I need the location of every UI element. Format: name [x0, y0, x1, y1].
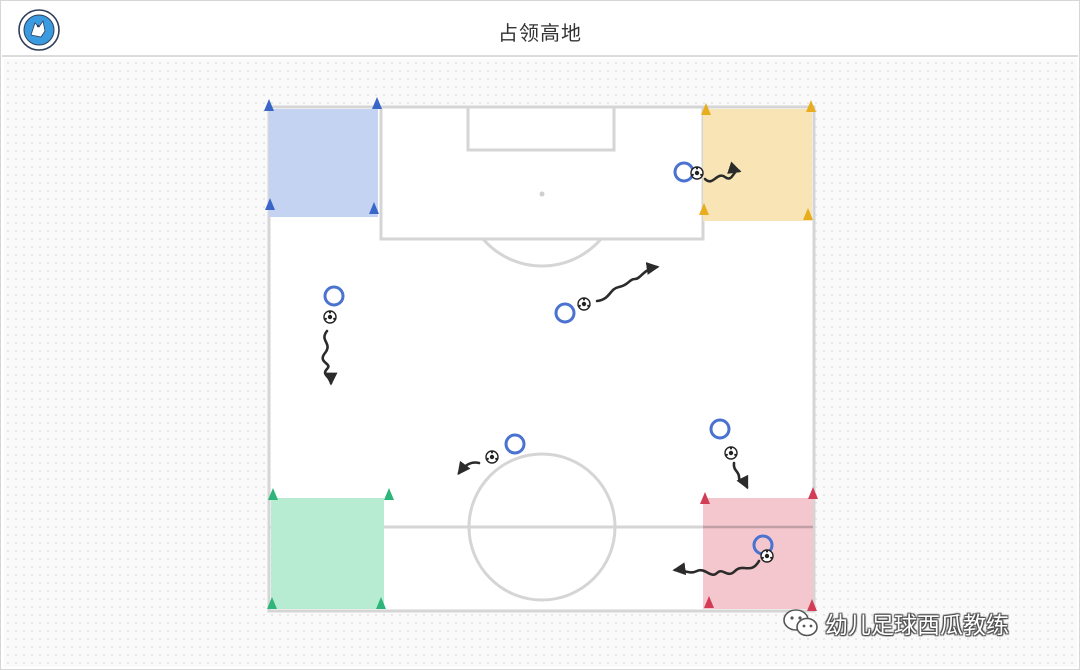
- cone-icon: [808, 487, 818, 499]
- penalty-spot: [539, 191, 545, 197]
- cone-icon: [699, 203, 709, 215]
- zone-blue: [269, 109, 378, 217]
- dribble-arrow-icon: [321, 329, 338, 386]
- soccer-ball-icon: [760, 549, 774, 563]
- soccer-ball-icon: [485, 450, 499, 464]
- header-bar: 占领高地: [2, 2, 1078, 57]
- dribble-arrow-icon: [595, 262, 660, 303]
- cone-icon: [700, 492, 710, 504]
- cone-icon: [267, 597, 277, 609]
- soccer-ball-icon: [323, 310, 337, 324]
- cone-icon: [807, 599, 817, 611]
- cone-icon: [376, 597, 386, 609]
- zone-green: [271, 498, 384, 609]
- penalty-arc: [481, 238, 603, 268]
- dribble-arrows: [321, 161, 761, 576]
- cones: [264, 97, 818, 611]
- player-ring-icon: [554, 302, 576, 324]
- cone-icon: [372, 97, 382, 109]
- pitch-diagram: [264, 97, 818, 613]
- player-ring-icon: [323, 285, 345, 307]
- wechat-icon: [783, 609, 818, 637]
- dribble-arrow-icon: [703, 161, 742, 183]
- dribble-arrow-icon: [672, 559, 761, 576]
- cone-icon: [701, 103, 711, 115]
- cone-icon: [369, 202, 379, 214]
- dribble-arrow-icon: [457, 460, 481, 476]
- cone-icon: [704, 596, 714, 608]
- player-ring-icon: [504, 433, 526, 455]
- watermark-text: 幼儿足球西瓜教练: [825, 613, 1009, 639]
- dribble-arrow-icon: [732, 461, 749, 490]
- cone-icon: [265, 198, 275, 210]
- club-logo-icon: [18, 9, 60, 51]
- player-ring-icon: [709, 418, 731, 440]
- cone-icon: [264, 99, 274, 111]
- page-title: 占领高地: [498, 21, 582, 45]
- soccer-ball-icon: [690, 166, 704, 180]
- cone-icon: [803, 208, 813, 220]
- center-circle: [467, 452, 617, 602]
- soccer-ball-icon: [724, 446, 738, 460]
- watermark: 幼儿足球西瓜教练: [781, 607, 1009, 639]
- cone-icon: [806, 100, 816, 112]
- soccer-ball-icon: [577, 297, 591, 311]
- cone-icon: [384, 488, 394, 500]
- goal-area: [466, 105, 616, 152]
- cone-icon: [268, 488, 278, 500]
- drill-board: [4, 59, 1077, 667]
- zone-yellow: [703, 109, 812, 221]
